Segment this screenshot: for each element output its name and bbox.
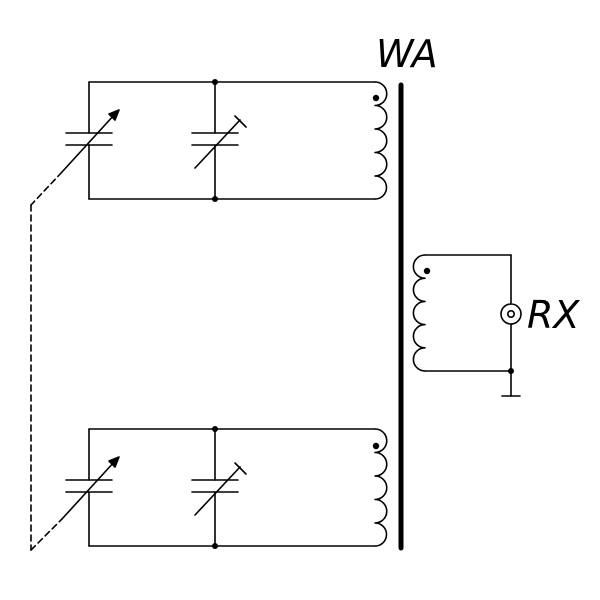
junction-dot (212, 543, 218, 549)
junction-dot (212, 196, 218, 202)
trimmer-capacitor-bottom (191, 462, 247, 516)
junction-dot (212, 79, 218, 85)
coil-polarity-dot (423, 267, 431, 275)
coil-polarity-dot (372, 94, 380, 102)
secondary-circuit (412, 254, 522, 397)
bottom-tank-circuit (61, 426, 388, 549)
variable-capacitor-bottom (61, 456, 120, 520)
coil-top (374, 81, 388, 200)
coil-polarity-dot (372, 442, 380, 450)
variable-capacitor-top (61, 109, 120, 173)
antenna-label: WA (376, 32, 438, 76)
trimmer-capacitor-top (191, 115, 247, 169)
coil-secondary (412, 254, 426, 372)
rx-connector-icon (500, 303, 522, 325)
junction-dot (212, 426, 218, 432)
top-tank-circuit (61, 79, 388, 202)
gang-link-dashed (30, 171, 63, 551)
junction-dot (508, 368, 514, 374)
receiver-label: RX (527, 293, 580, 337)
coil-bottom (374, 428, 388, 547)
